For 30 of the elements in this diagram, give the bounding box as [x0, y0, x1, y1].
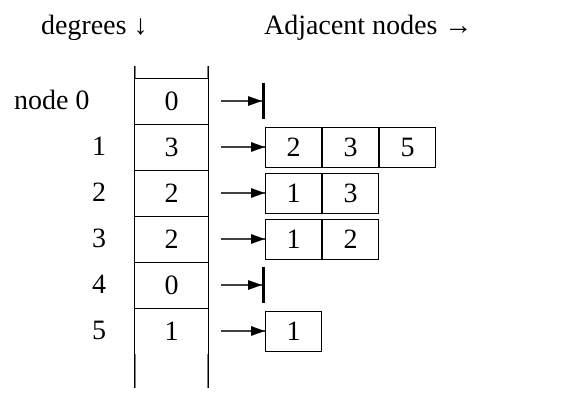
- arrow: [221, 280, 262, 290]
- adjacency-cell: 2: [322, 219, 379, 260]
- arrow: [221, 326, 265, 336]
- arrow: [221, 234, 265, 244]
- null-terminator-bar: [262, 83, 265, 119]
- row-label: node 0: [14, 87, 90, 115]
- row-label: 4: [92, 271, 106, 299]
- degree-cell: 0: [134, 78, 209, 124]
- adjacency-cell: 3: [322, 127, 379, 168]
- degree-cell: 0: [134, 262, 209, 308]
- degree-cell: 2: [134, 216, 209, 262]
- arrow: [221, 142, 265, 152]
- row-label: 3: [92, 225, 106, 253]
- adjacency-cell: 5: [379, 127, 436, 168]
- row-label: 5: [92, 317, 106, 345]
- column-heading: Adjacent nodes →: [264, 12, 472, 40]
- adjacency-cell: 1: [265, 219, 322, 260]
- arrow: [221, 96, 262, 106]
- adjacency-cell: 2: [265, 127, 322, 168]
- adjacency-cell: 3: [322, 173, 379, 214]
- degree-cell: 2: [134, 170, 209, 216]
- adjacency-cell: 1: [265, 173, 322, 214]
- adjacency-cell: 1: [265, 311, 322, 352]
- null-terminator-bar: [262, 267, 265, 303]
- row-label: 2: [92, 179, 106, 207]
- column-heading: degrees ↓: [41, 12, 148, 40]
- row-label: 1: [92, 133, 106, 161]
- degree-cell: 1: [134, 308, 209, 354]
- arrow: [221, 188, 265, 198]
- degree-cell: 3: [134, 124, 209, 170]
